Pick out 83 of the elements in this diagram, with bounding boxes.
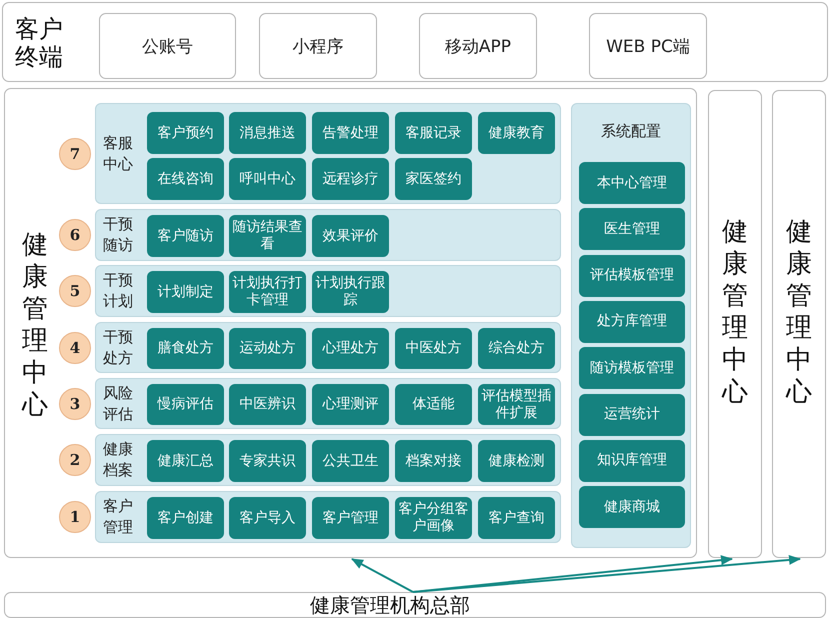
category-band — [95, 265, 561, 317]
arrow — [412, 554, 801, 593]
channel-box: 公账号 — [99, 13, 236, 79]
function-button: 中医处方 — [395, 328, 472, 369]
band-label: 系统配置 — [600, 122, 662, 141]
function-button: 心理测评 — [312, 384, 389, 425]
function-button: 评估模型插件扩展 — [478, 384, 555, 425]
step-number-circle: 2 — [59, 444, 91, 476]
function-button: 健康商城 — [579, 486, 685, 528]
panel-title: 客户终端 — [15, 15, 64, 71]
function-button: 运动处方 — [229, 328, 306, 369]
config-panel — [571, 103, 691, 548]
category-band — [95, 209, 561, 261]
function-button: 客户分组客户画像 — [395, 497, 472, 539]
step-number-circle: 5 — [59, 275, 91, 307]
function-button: 随访结果查看 — [229, 215, 306, 257]
module-panel — [708, 90, 762, 558]
module-panel — [772, 90, 826, 558]
function-button: 客户查询 — [478, 497, 555, 539]
function-button: 客户随访 — [147, 215, 224, 257]
category-band — [95, 103, 561, 204]
function-button: 健康汇总 — [147, 440, 224, 482]
arrow — [412, 555, 733, 593]
function-button: 计划执行打卡管理 — [229, 271, 306, 313]
function-button: 膳食处方 — [147, 328, 224, 369]
function-button: 客户导入 — [229, 497, 306, 539]
function-button: 效果评价 — [312, 215, 389, 257]
function-button: 心理处方 — [312, 328, 389, 369]
category-band — [95, 491, 561, 543]
function-button: 医生管理 — [579, 208, 685, 250]
function-button: 告警处理 — [312, 112, 389, 154]
band-label: 风险评估 — [103, 382, 134, 424]
band-label: 干预随访 — [103, 214, 134, 256]
step-number-circle: 3 — [59, 388, 91, 420]
function-button: 档案对接 — [395, 440, 472, 482]
function-button: 客户管理 — [312, 497, 389, 539]
function-button: 本中心管理 — [579, 162, 685, 204]
function-button: 家医签约 — [395, 158, 472, 200]
arrow — [351, 558, 414, 593]
module-panel — [4, 88, 697, 558]
step-number-circle: 6 — [59, 219, 91, 251]
function-button: 体适能 — [395, 384, 472, 425]
function-button: 处方库管理 — [579, 300, 685, 343]
function-button: 客服记录 — [395, 112, 472, 154]
function-button: 远程诊疗 — [312, 158, 389, 200]
function-button: 计划制定 — [147, 271, 224, 313]
panel-title: 健康管理中心 — [720, 216, 749, 408]
channel-box: WEB PC端 — [589, 13, 707, 79]
category-band — [95, 378, 561, 429]
function-button: 公共卫生 — [312, 440, 389, 482]
function-button: 在线咨询 — [147, 158, 224, 200]
step-number-circle: 7 — [59, 138, 91, 170]
function-button: 计划执行跟踪 — [312, 271, 389, 313]
function-button: 呼叫中心 — [229, 158, 306, 200]
function-button: 中医辨识 — [229, 384, 306, 425]
band-label: 干预计划 — [103, 270, 134, 312]
function-button: 消息推送 — [229, 112, 306, 154]
function-button: 评估模板管理 — [579, 254, 685, 297]
panel-title: 健康管理中心 — [20, 229, 49, 421]
channel-box: 移动APP — [419, 13, 537, 79]
function-button: 综合处方 — [478, 328, 555, 369]
function-button: 运营统计 — [579, 394, 685, 436]
panel-title: 健康管理中心 — [784, 216, 813, 408]
terminal-panel — [2, 2, 828, 82]
function-button: 客户创建 — [147, 497, 224, 539]
function-button: 客户预约 — [147, 112, 224, 154]
category-band — [95, 434, 561, 486]
category-band — [95, 322, 561, 373]
function-button: 健康教育 — [478, 112, 555, 154]
function-button: 随访模板管理 — [579, 347, 685, 390]
function-button: 专家共识 — [229, 440, 306, 482]
band-label: 客户管理 — [103, 496, 134, 538]
panel-title: 健康管理机构总部 — [310, 593, 470, 617]
channel-box: 小程序 — [259, 13, 377, 79]
function-button: 健康检测 — [478, 440, 555, 482]
step-number-circle: 4 — [59, 332, 91, 364]
function-button: 知识库管理 — [579, 440, 685, 482]
step-number-circle: 1 — [59, 501, 91, 533]
headquarters-box — [4, 592, 826, 618]
band-label: 健康档案 — [103, 439, 134, 481]
function-button: 慢病评估 — [147, 384, 224, 425]
band-label: 干预处方 — [103, 326, 134, 368]
band-label: 客服中心 — [103, 132, 134, 174]
